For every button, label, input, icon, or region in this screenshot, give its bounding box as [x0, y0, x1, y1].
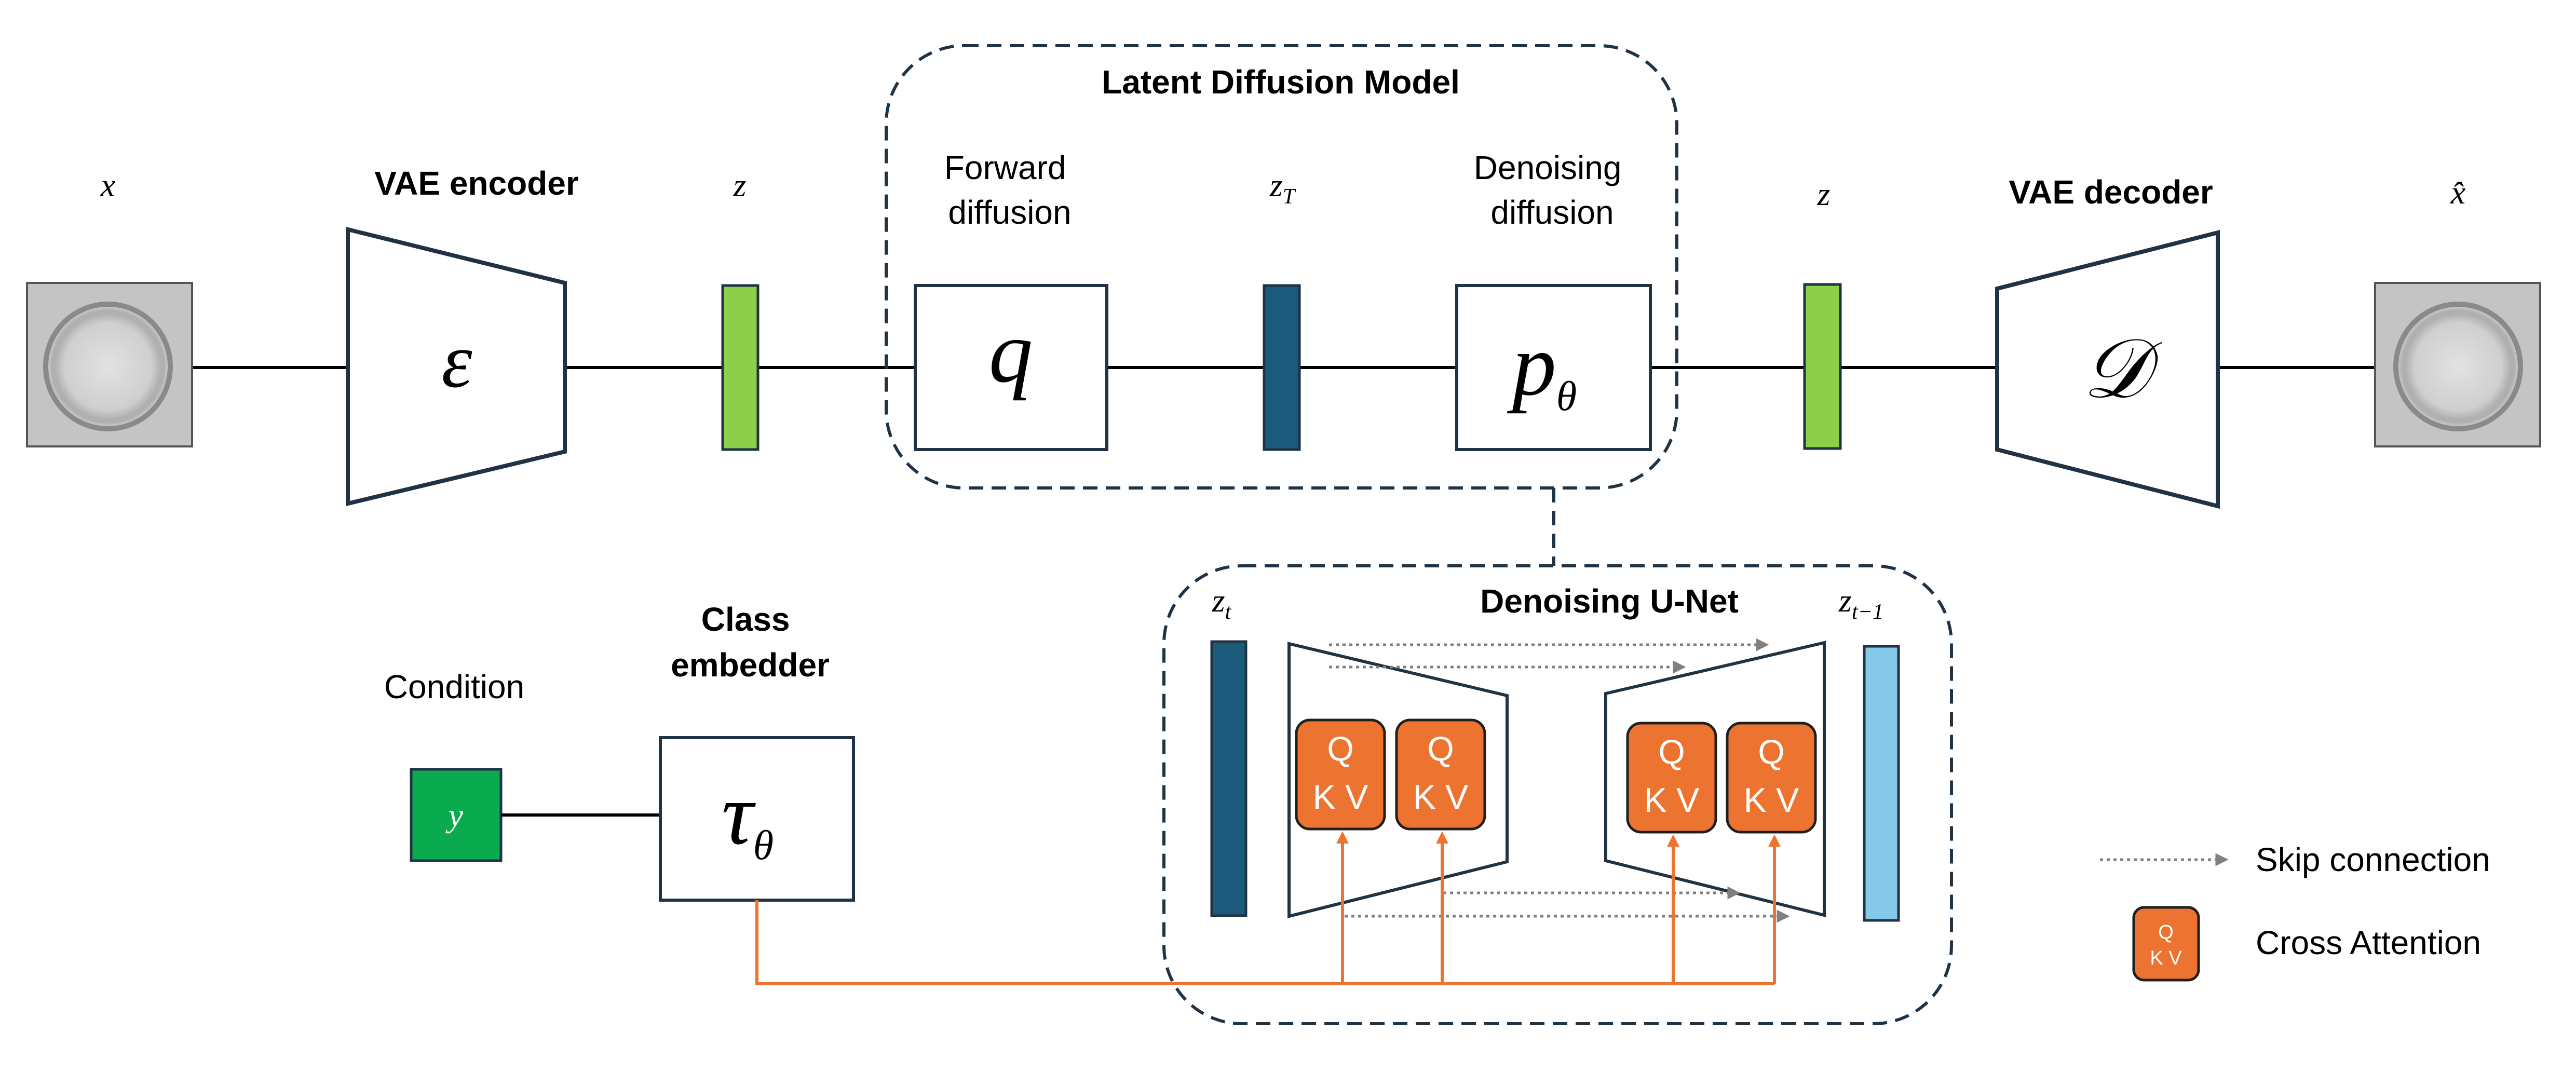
output-x-hat-label: x̂ — [2450, 174, 2465, 211]
legend-skip-label: Skip connection — [2256, 841, 2490, 878]
svg-text:K V: K V — [1744, 781, 1799, 819]
z-left-label: z — [733, 167, 747, 203]
output-image — [2374, 282, 2541, 447]
condition-y-block — [410, 768, 503, 862]
class-embedder-title: Class embedder — [671, 601, 830, 684]
latent-z-right — [1803, 283, 1842, 450]
tau-theta-symbol: τθ — [722, 765, 774, 868]
vae-decoder-block — [1995, 229, 2220, 509]
forward-q-block — [914, 284, 1108, 451]
forward-diffusion-label: Forward diffusion — [944, 149, 1076, 231]
vae-encoder-block — [346, 226, 567, 507]
z-t-minus-1-label: zt−1 — [1838, 582, 1883, 624]
q-symbol: q — [989, 303, 1033, 401]
latent-z-T — [1263, 284, 1301, 451]
z-right-label: z — [1817, 175, 1831, 212]
vae-decoder-title: VAE decoder — [2009, 173, 2213, 211]
latent-z-t — [1210, 640, 1248, 917]
legend-icon-kv: K V — [2150, 947, 2182, 969]
ldm-group-border — [885, 44, 1678, 490]
input-x-label: x — [100, 167, 115, 203]
class-embedder-block — [659, 736, 855, 902]
condition-label: Condition — [384, 668, 524, 705]
legend-icon-q: Q — [2158, 921, 2174, 943]
unet-group-border — [1162, 564, 1953, 1025]
ldm-title: Latent Diffusion Model — [1102, 63, 1460, 101]
svg-text:Q: Q — [1658, 732, 1685, 771]
cross-attention-block: Q K V — [1395, 718, 1486, 831]
latent-z-left — [721, 284, 760, 451]
p-theta-symbol: pθ — [1507, 316, 1577, 419]
unet-title: Denoising U-Net — [1480, 582, 1739, 620]
conditioning-lines — [755, 831, 1781, 985]
z-t-label: zt — [1212, 582, 1232, 624]
svg-text:Q: Q — [1758, 732, 1784, 771]
encoder-symbol: ε — [441, 318, 472, 404]
skip-connections — [1329, 638, 1790, 923]
denoising-diffusion-label: Denoising diffusion — [1474, 149, 1631, 231]
z-T-label: zT — [1269, 167, 1296, 209]
svg-text:Q: Q — [1427, 729, 1454, 768]
denoise-p-block — [1455, 284, 1652, 451]
svg-text:K V: K V — [1644, 781, 1699, 819]
svg-text:K V: K V — [1313, 778, 1368, 816]
legend-cross-label: Cross Attention — [2256, 924, 2481, 961]
svg-text:Q: Q — [1327, 729, 1353, 768]
input-image — [26, 282, 193, 447]
y-symbol: y — [445, 797, 464, 834]
legend: Skip connection Q K V Cross Attention — [2100, 841, 2490, 982]
svg-text:K V: K V — [1413, 778, 1468, 816]
cross-attention-block: Q K V — [1726, 722, 1817, 834]
vae-encoder-title: VAE encoder — [374, 165, 579, 202]
cross-attention-block: Q K V — [1626, 722, 1717, 834]
cross-attention-block: Q K V — [1295, 718, 1386, 831]
latent-z-t-minus-1 — [1863, 645, 1900, 922]
legend-cross-attention-icon — [2132, 906, 2200, 982]
